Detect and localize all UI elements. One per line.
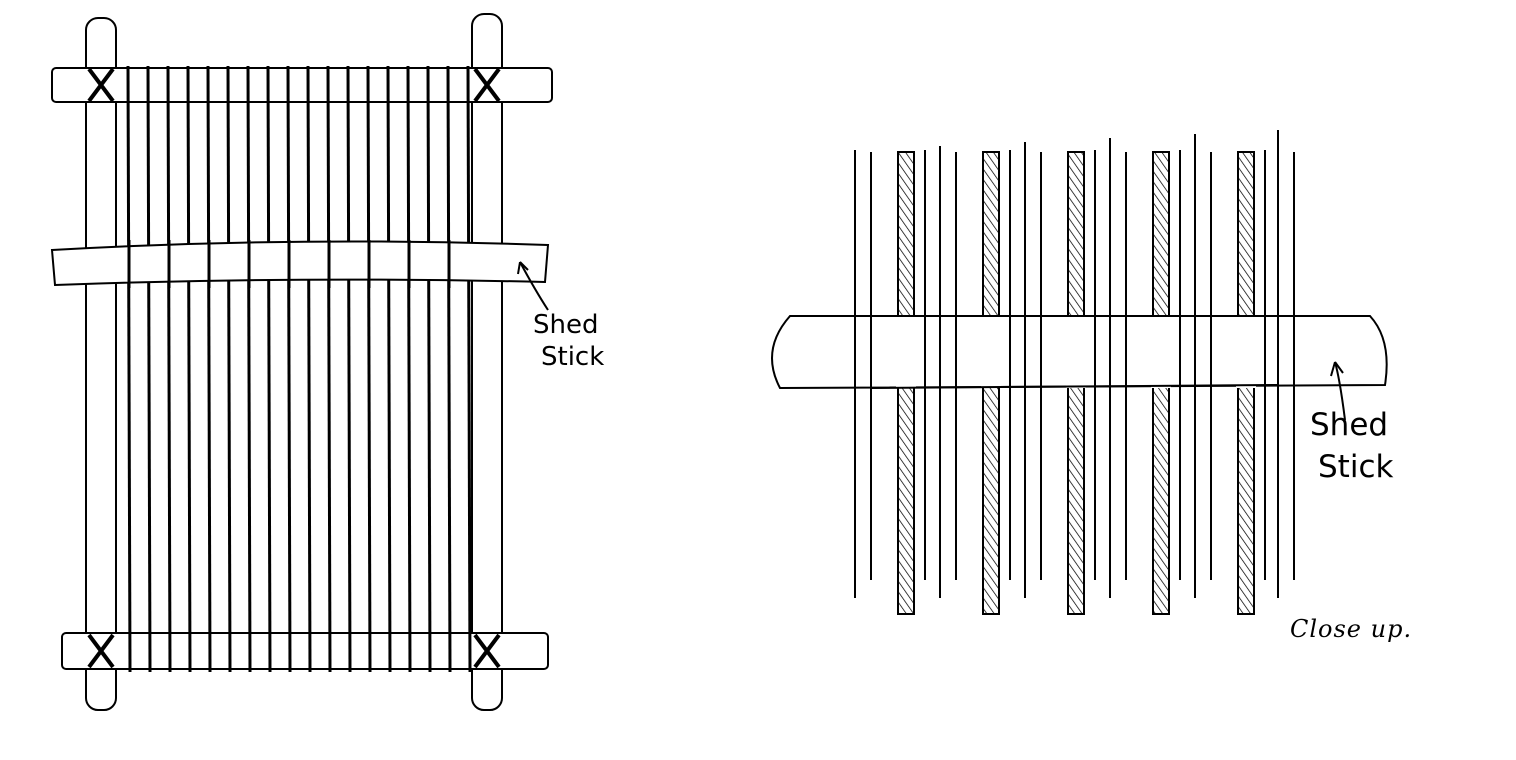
warp-thread bbox=[426, 65, 432, 673]
thread-under-stick bbox=[981, 316, 1001, 388]
right-post bbox=[471, 13, 503, 711]
warp-thread bbox=[326, 65, 332, 673]
thread-under-stick bbox=[1151, 316, 1171, 388]
closeup-caption: Close up. bbox=[1290, 615, 1413, 643]
warp-thread bbox=[446, 65, 452, 673]
warp-thread bbox=[466, 65, 472, 673]
corner-lashing bbox=[87, 633, 115, 669]
warp-thread bbox=[386, 65, 392, 673]
warp-thread bbox=[286, 65, 292, 673]
left-post bbox=[85, 17, 117, 711]
thread-under-stick bbox=[1236, 316, 1256, 388]
warp-thread bbox=[146, 65, 152, 673]
warp-thread bbox=[166, 65, 172, 673]
warp-thread bbox=[366, 65, 372, 673]
loom-frame bbox=[50, 13, 553, 711]
arrowhead bbox=[1330, 361, 1344, 377]
warp-thread bbox=[346, 65, 352, 673]
pointer-arrow bbox=[1334, 361, 1346, 421]
stick-edge-bottom bbox=[869, 384, 1279, 389]
loom-shed-stick bbox=[50, 240, 550, 287]
pointer-arrow bbox=[519, 261, 549, 311]
warp-thread bbox=[126, 65, 132, 673]
arrowhead bbox=[517, 261, 529, 275]
corner-lashing bbox=[473, 633, 501, 669]
thread-under-stick bbox=[896, 316, 916, 388]
corner-lashing bbox=[87, 67, 115, 103]
warp-thread bbox=[206, 65, 212, 673]
closeup-view bbox=[771, 130, 1388, 615]
warp-thread bbox=[306, 65, 312, 673]
closeup-shed-stick-label-line2: Stick bbox=[1318, 449, 1394, 485]
warp-thread bbox=[186, 65, 192, 673]
warp-thread bbox=[266, 65, 272, 673]
loom-shed-stick-label-line2: Stick bbox=[541, 342, 605, 372]
warp-thread bbox=[226, 65, 232, 673]
closeup-shed-stick-label-line1: Shed bbox=[1310, 407, 1389, 443]
thread-under-stick bbox=[1066, 316, 1086, 388]
bottom-crossbar bbox=[61, 632, 549, 670]
warp-thread bbox=[406, 65, 412, 673]
corner-lashing bbox=[473, 67, 501, 103]
loom-shed-stick-label-line1: Shed bbox=[533, 310, 599, 340]
warp-thread bbox=[246, 65, 252, 673]
